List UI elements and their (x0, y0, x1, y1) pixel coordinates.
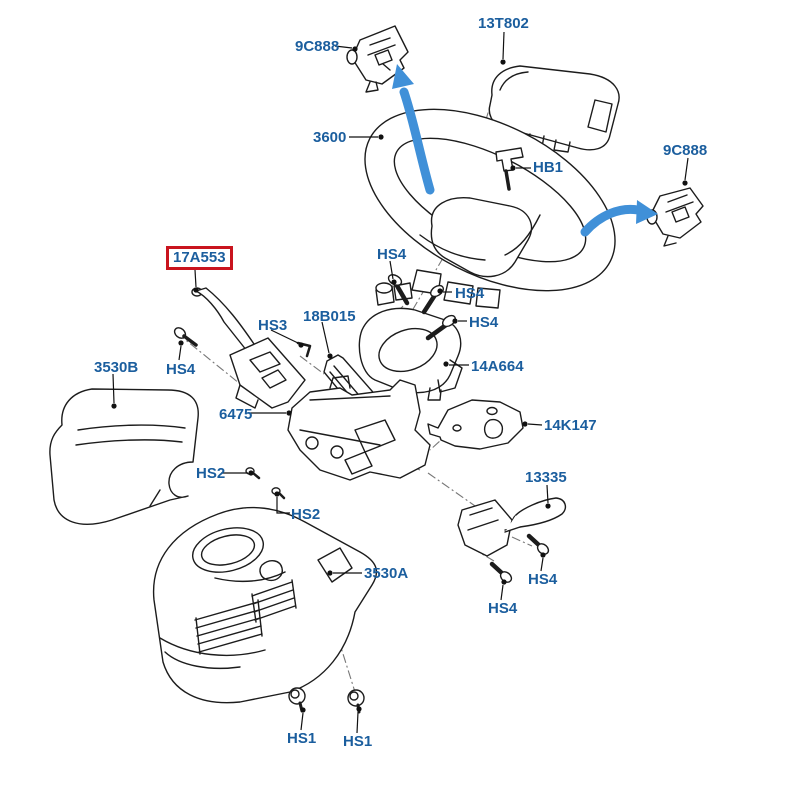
part-label-14a664[interactable]: 14A664 (471, 358, 524, 375)
part-label-hs4-left[interactable]: HS4 (166, 361, 196, 378)
part-label-6475[interactable]: 6475 (219, 406, 253, 423)
part-label-14k147[interactable]: 14K147 (544, 417, 597, 434)
part-label-3600[interactable]: 3600 (313, 129, 347, 146)
part-label-hs2-2[interactable]: HS2 (291, 506, 321, 523)
part-label-hs4-br1[interactable]: HS4 (528, 571, 558, 588)
part-label-hs4-1[interactable]: HS4 (377, 246, 407, 263)
part-bracket-9c888-top (346, 25, 409, 93)
part-screw-hs4-left (173, 327, 198, 347)
part-label-13335[interactable]: 13335 (525, 469, 567, 486)
part-label-3530b[interactable]: 3530B (94, 359, 139, 376)
part-label-13t802[interactable]: 13T802 (478, 15, 529, 32)
part-label-hs1-1[interactable]: HS1 (287, 730, 317, 747)
part-column-housing-6475 (287, 375, 431, 481)
part-upper-shroud-3530b (49, 388, 199, 525)
part-bracket-14k147 (427, 399, 524, 450)
part-bolt-hs4-2 (421, 284, 444, 315)
leader-lines (112, 31, 689, 734)
part-label-hs4-br2[interactable]: HS4 (488, 600, 518, 617)
leader-dots (111, 46, 688, 713)
part-label-9c888-right[interactable]: 9C888 (663, 142, 708, 159)
direction-arrow-right (580, 200, 658, 237)
part-label-17a553-highlighted[interactable]: 17A553 (166, 246, 233, 270)
part-bracket-9c888-right (646, 187, 704, 247)
part-label-hs4-3[interactable]: HS4 (469, 314, 499, 331)
part-bolt-hs4-3 (425, 314, 456, 341)
part-label-hs2-left[interactable]: HS2 (196, 465, 226, 482)
part-label-9c888-top[interactable]: 9C888 (295, 38, 340, 55)
part-label-3530a[interactable]: 3530A (364, 565, 409, 582)
part-clockspring-14a664 (358, 282, 463, 407)
part-label-hb1[interactable]: HB1 (533, 159, 564, 176)
part-label-hs1-2[interactable]: HS1 (343, 733, 373, 750)
part-label-hs3[interactable]: HS3 (258, 317, 288, 334)
part-lower-shroud-3530a (152, 506, 378, 704)
part-label-18b015[interactable]: 18B015 (303, 308, 356, 325)
part-label-hs4-2[interactable]: HS4 (455, 285, 485, 302)
part-bolt-hs4-br1 (526, 533, 550, 555)
part-steering-wheel-3600 (364, 108, 616, 309)
direction-arrow-up-left (392, 64, 435, 195)
part-multifunction-switch-17a553 (191, 287, 306, 409)
part-screw-hs1-2 (347, 689, 365, 714)
